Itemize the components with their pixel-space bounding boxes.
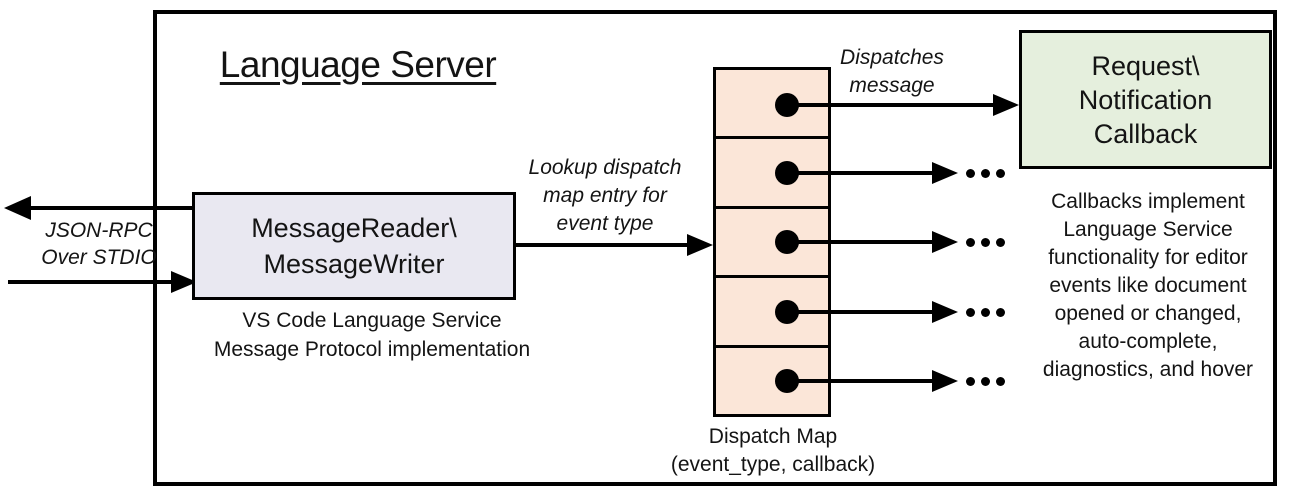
stdio-out-arrowhead-icon (4, 196, 31, 220)
more-callbacks-ellipsis-3 (966, 308, 1005, 317)
callback-box-line1: Request\ (1091, 50, 1200, 81)
message-reader-writer-line2: MessageWriter (263, 249, 445, 279)
lookup-arrow-line (515, 243, 689, 247)
lookup-dispatch-label-line3: event type (556, 212, 654, 235)
callback-box-line3: Callback (1093, 118, 1198, 149)
dispatch-arrow-5-line (787, 379, 933, 383)
dispatches-message-label-line2: message (849, 74, 935, 97)
lookup-dispatch-label-line2: map entry for (543, 184, 667, 207)
callbacks-note-line2: Language Service (1063, 218, 1233, 241)
dispatch-map-caption: Dispatch Map (event_type, callback) (650, 423, 896, 479)
jsonrpc-stdio-label: JSON-RPC Over STDIO (20, 217, 178, 271)
language-server-boundary-box (153, 10, 1277, 486)
lookup-dispatch-label-line1: Lookup dispatch (528, 156, 682, 179)
callbacks-note-line5: opened or changed, (1054, 302, 1242, 325)
callbacks-note-line7: diagnostics, and hover (1042, 358, 1254, 381)
dispatch-map-caption-line1: Dispatch Map (708, 425, 838, 448)
callbacks-note-line6: auto-complete, (1078, 330, 1218, 353)
dispatch-map-cell-5 (716, 344, 828, 414)
stdio-in-arrow-line (8, 280, 172, 284)
dispatch-map-cell-3 (716, 205, 828, 275)
dispatches-message-label: Dispatches message (818, 44, 966, 100)
dispatch-map-caption-line2: (event_type, callback) (670, 453, 876, 476)
dispatch-arrow-4-line (787, 310, 933, 314)
dispatch-arrow-2-line (787, 171, 933, 175)
jsonrpc-stdio-label-line2: Over STDIO (41, 246, 157, 269)
jsonrpc-stdio-label-line1: JSON-RPC (45, 219, 153, 242)
dispatches-message-label-line1: Dispatches (840, 46, 944, 69)
message-box-caption: VS Code Language Service Message Protoco… (170, 306, 574, 364)
more-callbacks-ellipsis-1 (966, 169, 1005, 178)
message-reader-writer-line1: MessageReader\ (251, 213, 457, 243)
request-notification-callback-box: Request\ Notification Callback (1019, 30, 1272, 169)
lookup-dispatch-label: Lookup dispatch map entry for event type (505, 154, 705, 238)
diagram-title: Language Server (219, 44, 497, 85)
lookup-arrowhead-icon (687, 234, 713, 256)
message-box-caption-line1: VS Code Language Service (242, 309, 502, 332)
callbacks-note-line4: events like document (1049, 274, 1247, 297)
more-callbacks-ellipsis-2 (966, 238, 1005, 247)
dispatch-arrow-1-arrowhead-icon (993, 94, 1019, 116)
callbacks-note-line1: Callbacks implement (1051, 190, 1245, 213)
dispatch-arrow-5-arrowhead-icon (932, 370, 958, 392)
stdio-out-arrow-line (30, 206, 192, 210)
dispatch-arrow-3-arrowhead-icon (932, 231, 958, 253)
dispatch-arrow-4-arrowhead-icon (932, 301, 958, 323)
dispatch-map-cell-4 (716, 275, 828, 344)
dispatch-arrow-3-line (787, 240, 933, 244)
message-box-caption-line2: Message Protocol implementation (213, 338, 531, 361)
stdio-in-arrowhead-icon (171, 271, 197, 293)
callbacks-note: Callbacks implement Language Service fun… (1013, 188, 1283, 384)
dispatch-arrow-1-line (787, 103, 994, 107)
dispatch-arrow-2-arrowhead-icon (932, 162, 958, 184)
callback-box-line2: Notification (1078, 84, 1213, 115)
dispatch-map-cell-2 (716, 136, 828, 205)
more-callbacks-ellipsis-4 (966, 377, 1005, 386)
callbacks-note-line3: functionality for editor (1048, 246, 1248, 269)
message-reader-writer-box: MessageReader\ MessageWriter (192, 192, 516, 300)
